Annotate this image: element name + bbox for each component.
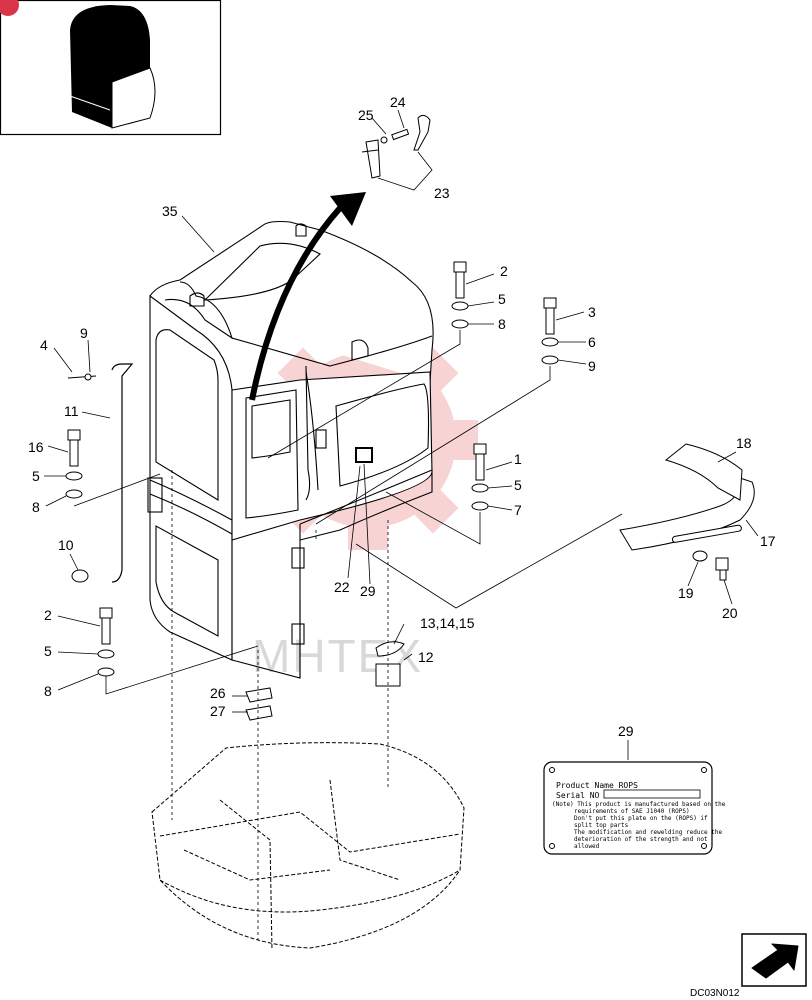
plate-note-1: (Note) This product is manufactured base…: [552, 801, 726, 808]
callout-22: 22: [334, 579, 350, 595]
callout-2-left: 2: [44, 607, 52, 623]
bolt-group-left: [65, 373, 115, 677]
callout-26: 26: [210, 685, 226, 701]
callout-11: 11: [64, 403, 79, 419]
callout-8-top: 8: [498, 316, 506, 332]
serial-plate: Product Name ROPS Serial NO (Note) This …: [543, 761, 726, 855]
cab-assembly: [147, 220, 434, 679]
plate-product-name: Product Name ROPS: [556, 781, 638, 790]
callout-29-cab: 29: [360, 583, 376, 599]
bolt-group-right: [451, 261, 559, 511]
callout-7: 7: [514, 502, 522, 518]
callout-8-left: 8: [32, 499, 40, 515]
callout-35: 35: [162, 203, 178, 219]
callout-5-left: 5: [32, 468, 40, 484]
callout-5-top: 5: [498, 291, 506, 307]
callout-4: 4: [40, 337, 48, 353]
callout-24: 24: [390, 94, 406, 110]
callout-8-low: 8: [44, 683, 52, 699]
callout-1: 1: [514, 451, 522, 467]
callout-12: 12: [418, 649, 434, 665]
next-page-icon[interactable]: [741, 933, 807, 987]
callout-13-14-15: 13,14,15: [420, 615, 475, 631]
callout-6: 6: [588, 334, 596, 350]
bracket-parts: [361, 114, 431, 179]
callout-5-mid: 5: [514, 477, 522, 493]
callout-3: 3: [588, 304, 596, 320]
plate-note-6: deterioration of the strength and not: [574, 836, 708, 843]
callout-17: 17: [760, 533, 776, 549]
guard-plate: [619, 443, 755, 581]
callout-10: 10: [58, 537, 74, 553]
handrail: [111, 363, 134, 583]
direction-arrow: [249, 206, 343, 401]
pad-parts: [245, 641, 405, 721]
callout-labels: 35 25 24 23 2 5 8 3 6 9 4 9 11 16 5 8 1 …: [28, 94, 776, 739]
callout-19: 19: [678, 585, 694, 601]
plate-note-4: split top parts: [574, 822, 629, 829]
callout-20: 20: [722, 605, 738, 621]
plate-note-5: The modification and rewelding reduce th…: [574, 829, 722, 836]
callout-2-top: 2: [500, 263, 508, 279]
callout-9-left: 9: [80, 325, 88, 341]
callout-29-plate: 29: [618, 723, 634, 739]
plate-serial-no: Serial NO: [556, 791, 600, 800]
plate-note-3: Don't put this plate on the (ROPS) if: [574, 815, 708, 822]
inset-thumbnail: [0, 0, 222, 136]
callout-9-right: 9: [588, 358, 596, 374]
drawing-code: DC03N012: [690, 988, 740, 999]
frame-outline: [151, 742, 465, 951]
callout-23: 23: [434, 185, 450, 201]
callout-16: 16: [28, 439, 44, 455]
plate-note-2: requirements of SAE J1040 (ROPS): [574, 808, 690, 815]
callout-18: 18: [736, 435, 752, 451]
leader-lines: [44, 109, 759, 760]
callout-25: 25: [358, 107, 374, 123]
plate-note-7: allowed: [574, 843, 600, 850]
drop-lines: [171, 470, 389, 940]
callout-5-low: 5: [44, 643, 52, 659]
callout-27: 27: [210, 703, 226, 719]
